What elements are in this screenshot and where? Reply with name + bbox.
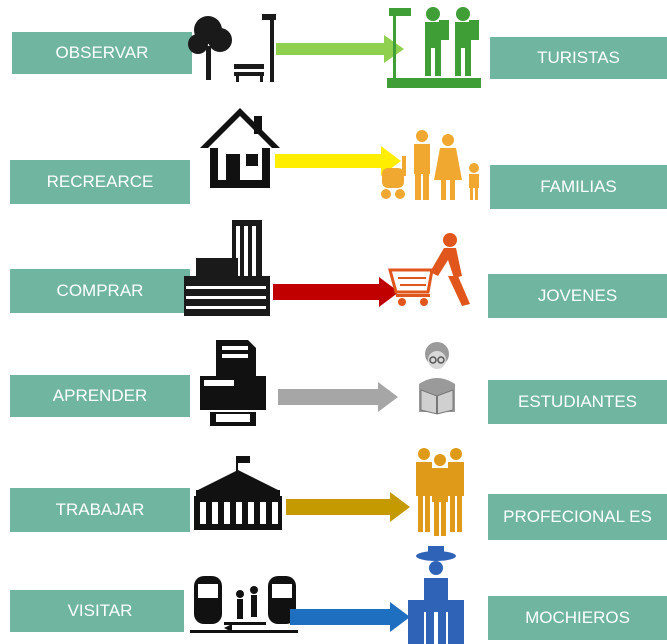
shopping-cart-person-icon [388,233,470,306]
audience-box-turistas: TURISTAS [490,37,667,79]
professionals-icon [416,448,464,536]
printer-icon [200,340,266,426]
arrow-visitar [290,602,410,632]
row-comprar: COMPRAR JOVENES [0,210,667,320]
row-recrearce: RECREARCE FAMILIAS [0,100,667,210]
activity-box-recrearce: RECREARCE [10,160,190,204]
activity-box-observar: OBSERVAR [12,32,192,74]
audience-box-jovenes: JOVENES [488,274,667,318]
activity-box-trabajar: TRABAJAR [10,488,190,532]
house-icon [200,108,280,188]
reader-icon [419,342,455,415]
hikers-icon [387,7,481,88]
activity-box-comprar: COMPRAR [10,269,190,313]
row-trabajar: TRABAJAR PROFECIONAL ES [0,430,667,540]
activity-box-aprender: APRENDER [10,375,190,417]
train-station-icon [184,566,304,640]
backpacker-icon [408,546,464,644]
arrow-aprender [278,382,398,412]
audience-box-familias: FAMILIAS [490,165,667,209]
row-visitar: VISITAR MOCHIEROS [0,540,667,644]
buildings-icon [184,220,270,316]
row-aprender: APRENDER ESTUDIANTES [0,320,667,430]
arrow-trabajar [286,492,410,522]
park-tree-bench-icon [188,14,276,82]
audience-box-profecionales: PROFECIONAL ES [488,494,667,540]
arrow-comprar [273,277,399,307]
row-observar: OBSERVAR TURISTAS [0,0,667,100]
audience-box-mochieros: MOCHIEROS [488,596,667,640]
audience-box-estudiantes: ESTUDIANTES [488,380,667,424]
activity-box-visitar: VISITAR [10,590,190,632]
family-icon [381,130,479,200]
government-building-icon [194,456,282,530]
